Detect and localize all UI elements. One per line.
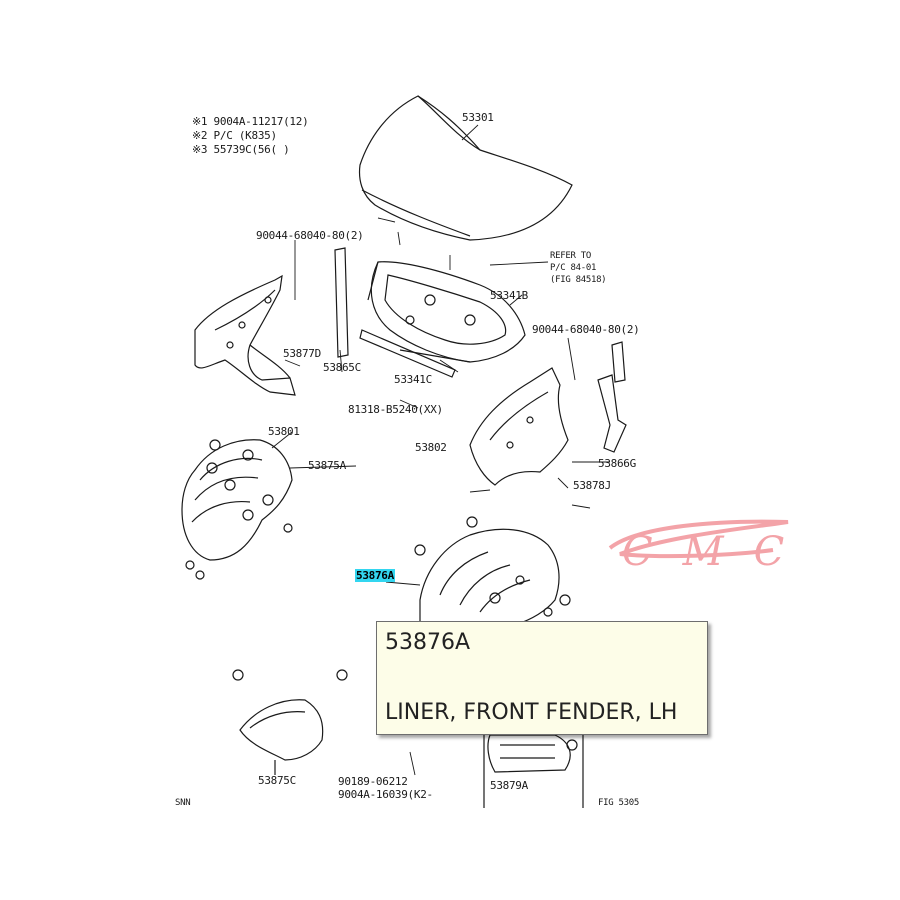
lower-left-part: [232, 669, 348, 775]
part-label-53877d[interactable]: 53877D: [283, 347, 321, 360]
figure-code: FIG 5305: [598, 798, 639, 808]
left-fender-part: [194, 274, 296, 396]
part-label-81318[interactable]: 81318-B5240(XX): [348, 403, 443, 416]
part-label-90044-left[interactable]: 90044-68040-80(2): [256, 229, 364, 242]
part-label-53341b[interactable]: 53341B: [490, 289, 528, 302]
part-label-9004a[interactable]: 9004A-16039(K2-: [338, 788, 433, 801]
part-label-53865c[interactable]: 53865C: [323, 361, 361, 374]
part-label-53301[interactable]: 53301: [462, 111, 494, 124]
right-liner-part: [414, 516, 571, 626]
part-label-53876a-highlighted[interactable]: 53876A: [355, 569, 395, 582]
part-label-53341c[interactable]: 53341C: [394, 373, 432, 386]
tooltip-part-description: LINER, FRONT FENDER, LH: [385, 700, 678, 725]
right-fender-part: [469, 367, 569, 486]
seal-part: [359, 329, 456, 378]
refer-line-2: P/C 84-01: [550, 263, 597, 273]
part-label-53875a[interactable]: 53875A: [308, 459, 346, 472]
left-liner-part: [181, 439, 293, 580]
hood-inner-part: [367, 261, 526, 363]
note-line-2: ※2 P/C (K835): [192, 129, 277, 142]
part-label-53875c[interactable]: 53875C: [258, 774, 296, 787]
right-bracket-part: [597, 341, 627, 453]
note-line-3: ※3 55739C(56( ): [192, 143, 290, 156]
bracket-part: [334, 247, 349, 358]
watermark-logo: CMC: [598, 516, 888, 575]
hood-part: [358, 95, 573, 241]
logo-text: CMC: [622, 529, 815, 575]
footer-code: SNN: [175, 798, 191, 808]
refer-line-1: REFER TO: [550, 251, 591, 261]
part-label-53879a[interactable]: 53879A: [490, 779, 528, 792]
tooltip-part-code: 53876A: [385, 630, 471, 655]
logo-swoosh-icon: [608, 519, 789, 559]
part-tooltip: 53876A LINER, FRONT FENDER, LH: [376, 621, 708, 735]
highlighted-part-code[interactable]: 53876A: [355, 569, 395, 582]
lower-right-part: [483, 730, 584, 808]
part-label-53866g[interactable]: 53866G: [598, 457, 636, 470]
leader-lines: [271, 124, 610, 776]
refer-line-3: (FIG 84518): [550, 275, 607, 285]
part-label-90189[interactable]: 90189-06212: [338, 775, 408, 788]
note-line-1: ※1 9004A-11217(12): [192, 115, 309, 128]
part-label-90044-right[interactable]: 90044-68040-80(2): [532, 323, 640, 336]
part-label-53878j[interactable]: 53878J: [573, 479, 611, 492]
part-label-53801[interactable]: 53801: [268, 425, 300, 438]
part-label-53802[interactable]: 53802: [415, 441, 447, 454]
